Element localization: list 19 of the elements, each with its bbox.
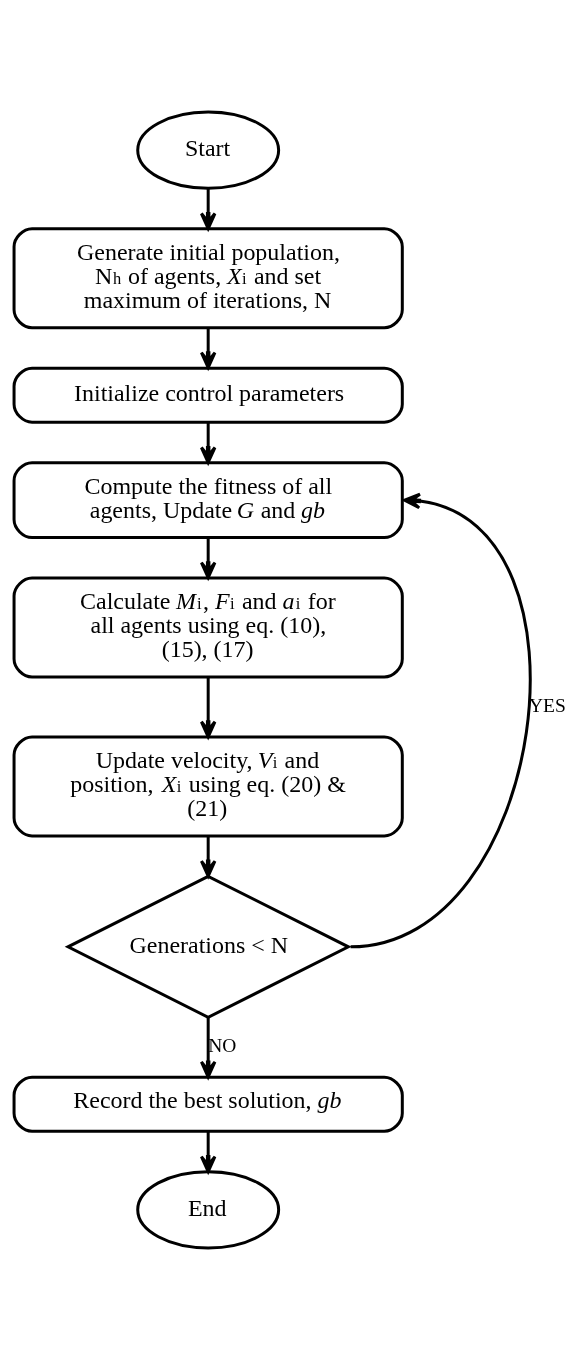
- node-box: Update velocity, Vi and position, Xi using eq. (20) & (21): [12, 735, 404, 838]
- node-ellipse: Start: [136, 110, 281, 190]
- node-box: Calculate Mi, Fi and ai for all agents using eq. (10), (15), (17): [12, 576, 404, 679]
- node-ellipse: End: [136, 1170, 281, 1250]
- arrow: [199, 537, 217, 580]
- arrow: [199, 1131, 217, 1174]
- node-box: Initialize control parameters: [12, 366, 404, 424]
- arrow: [350, 492, 532, 949]
- arrow: [199, 422, 217, 464]
- node-diamond: Generations < N: [64, 874, 352, 1019]
- arrow: [199, 188, 217, 231]
- arrow: [199, 836, 217, 878]
- arrow: [199, 1017, 217, 1079]
- edge-label: YES: [528, 695, 566, 717]
- node-box: Generate initial population, Nh of agents, Xi and set maximum of iterations, N: [12, 227, 404, 330]
- node-box: Compute the fitness of all agents, Update G and gb: [12, 461, 404, 540]
- node-box: Record the best solution, gb: [12, 1075, 404, 1133]
- arrow: [199, 328, 217, 370]
- arrow: [199, 677, 217, 739]
